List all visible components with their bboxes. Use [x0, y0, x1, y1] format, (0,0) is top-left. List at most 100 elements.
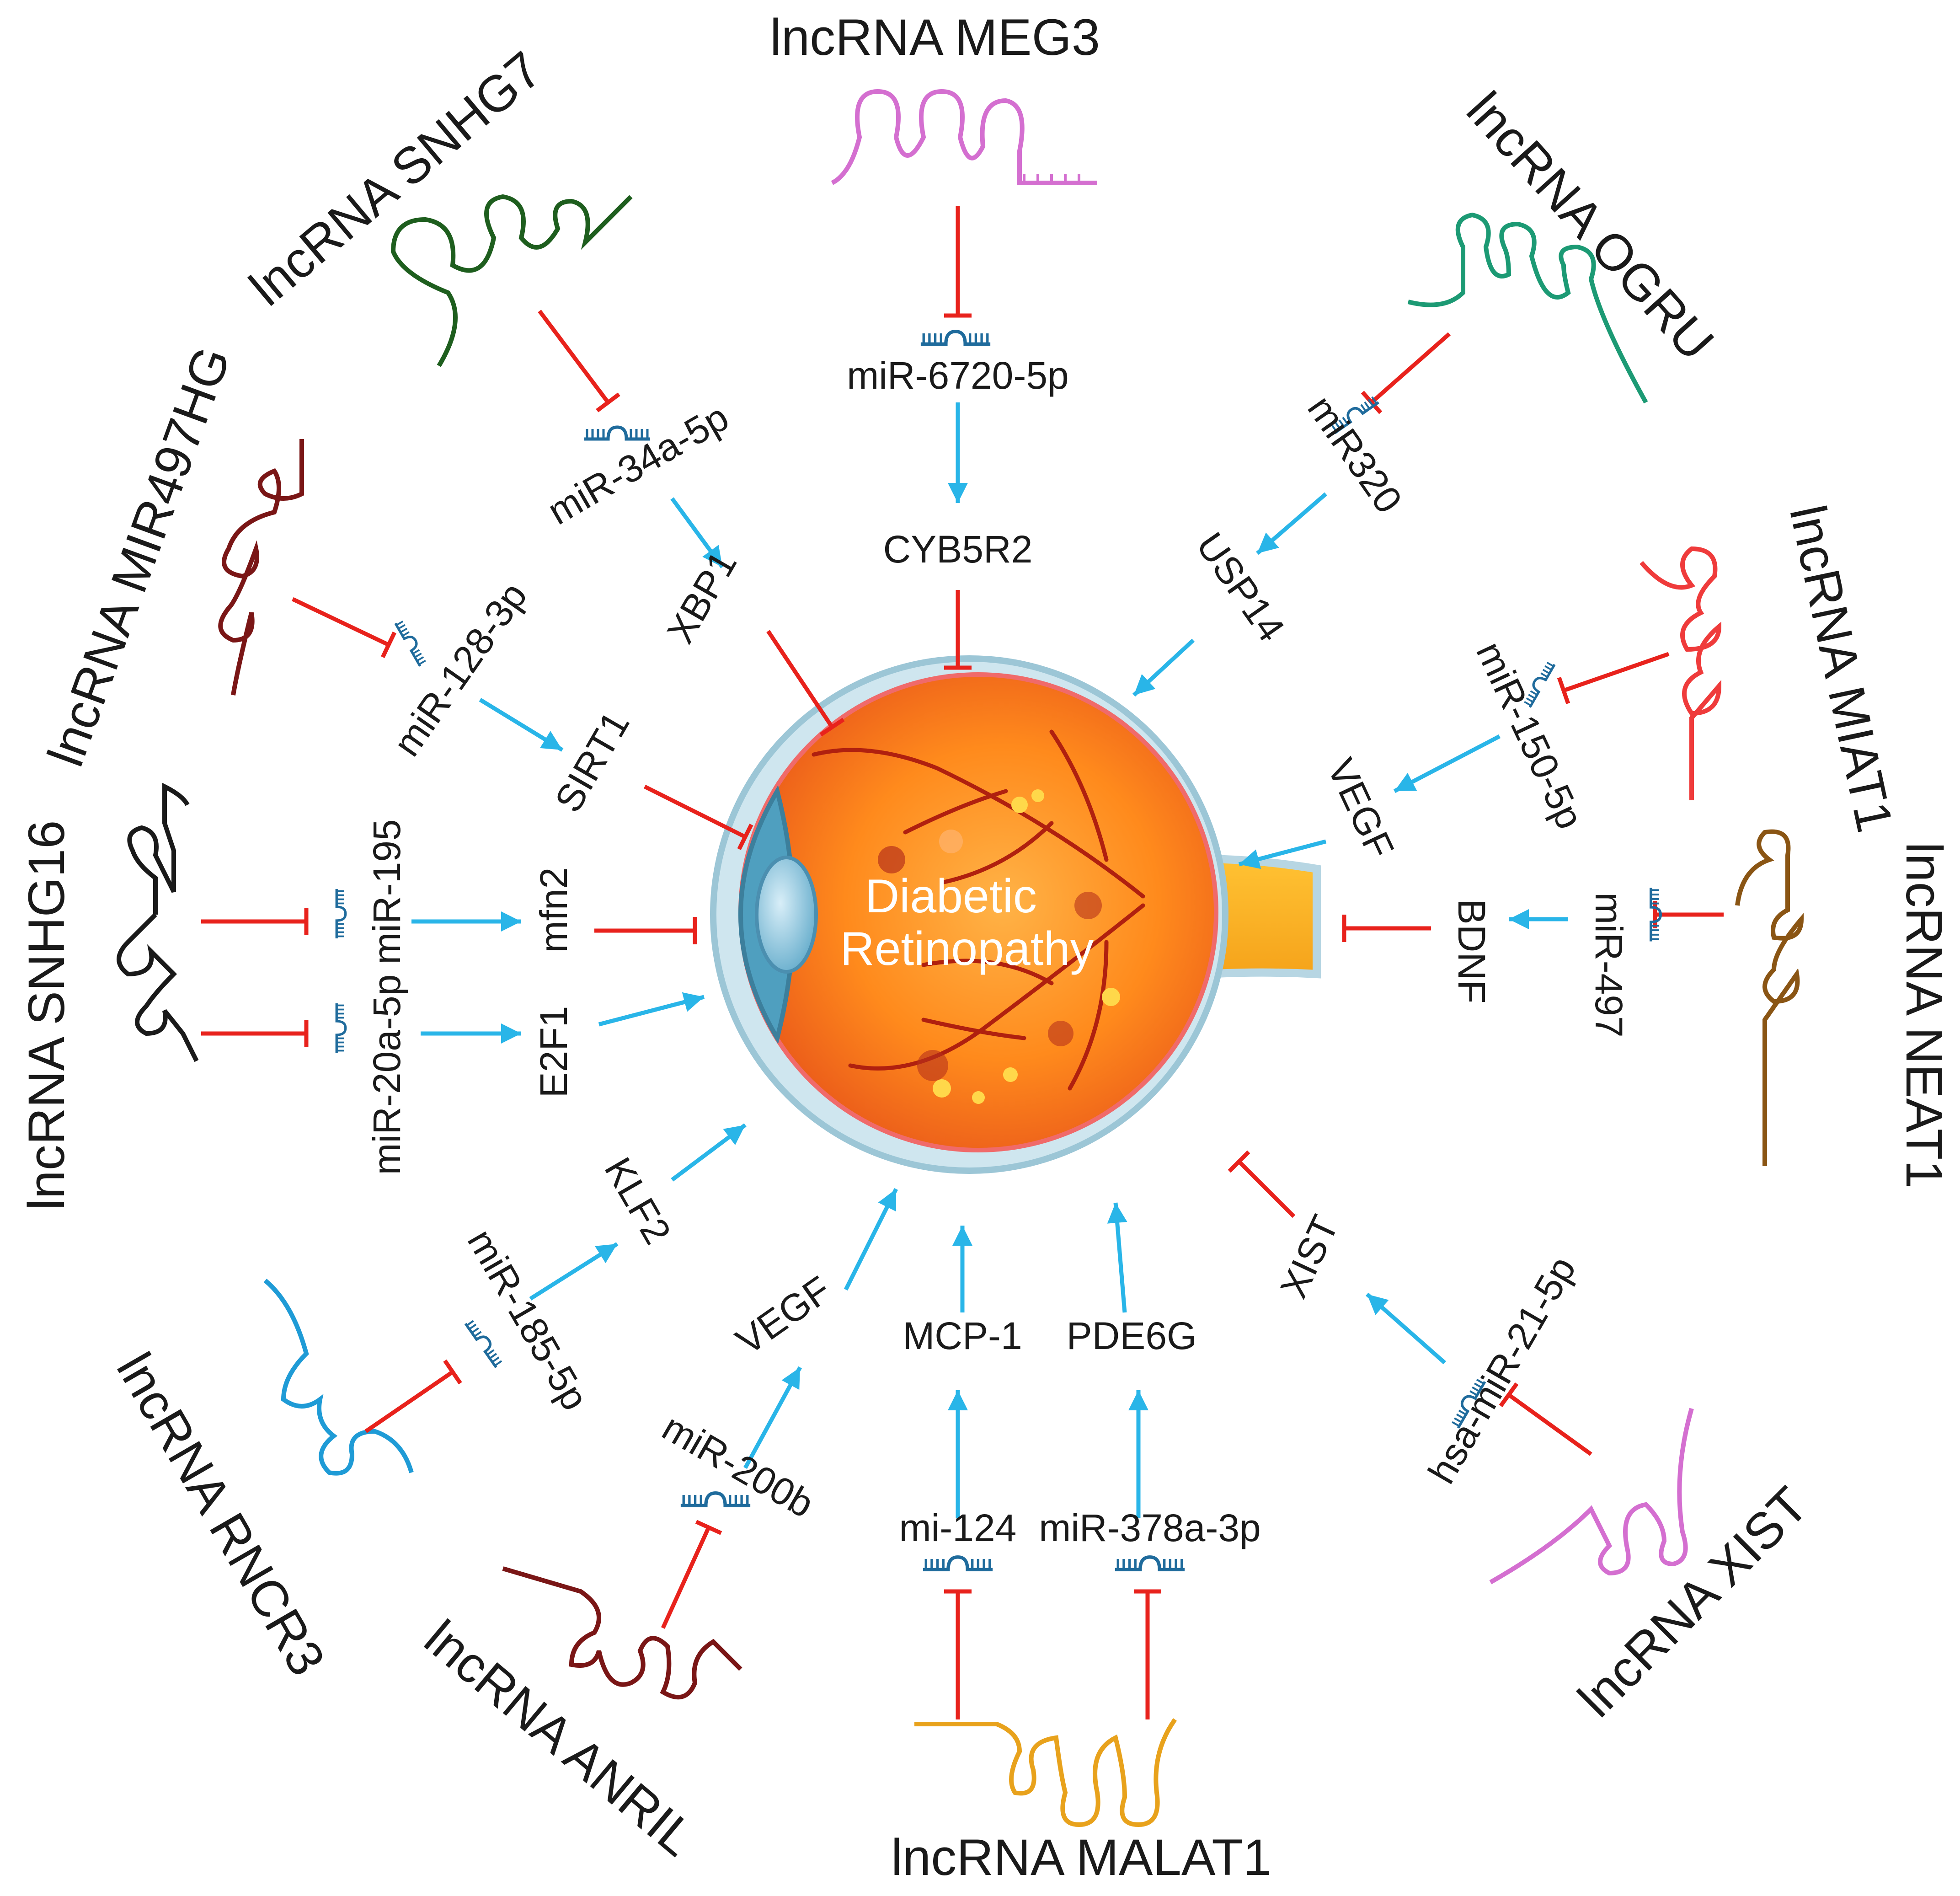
lncrna-structure-anril — [502, 1566, 742, 1700]
mirna-glyph-meg3 — [921, 332, 990, 344]
lncrna-structure-snhg16 — [117, 782, 199, 1062]
center-label-line1: Diabetic — [865, 870, 1037, 923]
label-lncrna-neat1: lncRNA NEAT1 — [1896, 842, 1953, 1188]
label-target-anril: VEGF — [728, 1268, 838, 1363]
activation-arrow-rncr3-eye — [723, 1125, 745, 1145]
lncrna-structure-malat1 — [914, 1718, 1177, 1827]
lncrna-structure-snhg7 — [390, 194, 633, 367]
inhibition-line-mir497hg-mirna — [292, 597, 390, 647]
inhibition-bar-mir497hg-mirna — [381, 631, 396, 659]
lens — [755, 856, 818, 974]
label-target-malat1a: PDE6G — [1067, 1314, 1197, 1357]
activation-arrow-anril-target — [781, 1367, 800, 1390]
lncrna-structure-xist — [1489, 1408, 1694, 1585]
inhibition-line-snhg7-eye — [766, 630, 834, 728]
label-target-neat1: BDNF — [1450, 899, 1493, 1004]
activation-arrow-snhg16a-eye — [682, 992, 704, 1012]
mirna-glyph-snhg16b — [336, 889, 346, 938]
inhibition-bar-mir497hg-eye — [737, 824, 753, 850]
lncrna-structure-mir497hg — [218, 439, 304, 696]
label-lncrna-anril: lncRNA ANRIL — [414, 1609, 706, 1867]
label-target-meg3: CYB5R2 — [883, 528, 1033, 571]
activation-arrow-malat1b-eye — [952, 1226, 972, 1246]
label-mirna-meg3: miR-6720-5p — [847, 354, 1069, 397]
mirna-glyph-snhg16a — [336, 1003, 346, 1053]
mirna-glyph-malat1b — [923, 1557, 993, 1569]
label-lncrna-xist: lncRNA XIST — [1567, 1476, 1819, 1728]
activation-arrow-miat1-eye — [1239, 849, 1261, 869]
activation-arrow-malat1b-target — [948, 1390, 968, 1410]
inhibition-bar-anril-mirna — [695, 1520, 722, 1535]
label-lncrna-mir497hg: lncRNA MIR497HG — [37, 339, 241, 773]
label-mirna-rncr3: miR-185-5p — [459, 1222, 597, 1417]
label-mirna-xist: hsa-miR-21-5p — [1420, 1249, 1584, 1490]
inhibition-bar-snhg7-mirna — [596, 392, 620, 412]
label-mirna-malat1a: miR-378a-3p — [1039, 1506, 1261, 1549]
lncrna-structure-meg3 — [831, 89, 1097, 185]
inhibition-line-ogru-mirna — [1370, 332, 1451, 404]
activation-arrow-ogru-target — [1257, 532, 1279, 553]
mirna-glyph-anril — [681, 1493, 750, 1505]
inhibition-line-rncr3-mirna — [364, 1370, 454, 1433]
lncrna-structure-miat1 — [1640, 546, 1722, 800]
label-mirna-mir497hg: miR-128-3p — [385, 575, 535, 764]
mirna-glyph-snhg7 — [584, 427, 650, 439]
pathway-connectors — [201, 206, 1724, 1719]
label-lncrna-rncr3: lncRNA RNCR3 — [106, 1343, 336, 1685]
lncrna-structure-ogru — [1407, 212, 1648, 404]
activation-arrow-neat1-target — [1509, 909, 1529, 929]
label-lncrna-miat1: lncRNA MIAT1 — [1779, 500, 1904, 837]
inhibition-bar-miat1-mirna — [1557, 677, 1570, 704]
activation-arrow-malat1a-eye — [1107, 1203, 1127, 1224]
label-mirna-snhg16b: miR-195 — [365, 819, 408, 964]
label-mirna-miat1: miR-150-5p — [1468, 635, 1592, 835]
lesions — [878, 789, 1120, 1104]
label-mirna-anril: miR-200b — [655, 1405, 821, 1526]
label-target-xist: XIST — [1272, 1209, 1347, 1304]
label-target-snhg16b: mfn2 — [532, 868, 575, 953]
center-label-line2: Retinopathy — [840, 922, 1094, 975]
activation-arrow-anril-eye — [878, 1189, 896, 1212]
label-target-mir497hg: SIRT1 — [546, 704, 638, 819]
lncrna-structure-rncr3 — [263, 1279, 414, 1476]
mirna-glyph-mir497hg — [395, 619, 428, 666]
activation-arrow-rncr3-target — [595, 1244, 617, 1264]
activation-arrow-snhg16b-target — [501, 911, 521, 932]
activation-arrow-snhg7-target — [702, 545, 722, 567]
label-target-ogru: USP14 — [1188, 525, 1293, 649]
activation-arrow-meg3-target — [948, 483, 968, 503]
label-mirna-malat1b: mi-124 — [899, 1506, 1017, 1549]
inhibition-line-snhg7-mirna — [538, 310, 610, 404]
label-target-snhg7: XBP1 — [658, 544, 745, 650]
label-lncrna-meg3: lncRNA MEG3 — [770, 9, 1100, 66]
label-target-snhg16a: E2F1 — [532, 1006, 575, 1098]
mirna-glyph-malat1a — [1115, 1557, 1185, 1569]
inhibition-bar-xist-eye — [1228, 1150, 1250, 1173]
inhibition-bar-rncr3-mirna — [443, 1359, 462, 1385]
inhibition-line-anril-mirna — [661, 1526, 711, 1629]
label-lncrna-snhg7: lncRNA SNHG7 — [239, 41, 552, 317]
retinal-vessels — [812, 729, 1145, 1091]
activation-arrow-snhg16a-target — [501, 1023, 521, 1044]
activation-arrow-mir497hg-target — [539, 731, 562, 750]
label-mirna-neat1: miR-497 — [1587, 892, 1630, 1037]
activation-arrow-malat1a-target — [1128, 1390, 1148, 1410]
label-target-miat1: VEGF — [1319, 752, 1402, 865]
activation-arrow-xist-target — [1367, 1294, 1389, 1315]
label-target-malat1b: MCP-1 — [903, 1314, 1022, 1357]
inhibition-bar-xist-mirna — [1499, 1382, 1519, 1407]
eye-illustration: Diabetic Retinopathy — [710, 655, 1321, 1174]
activation-arrow-miat1-target — [1394, 773, 1417, 791]
lncrna-structure-neat1 — [1735, 829, 1804, 1166]
label-lncrna-ogru: lncRNA OGRU — [1456, 81, 1725, 371]
mirna-glyph-rncr3 — [465, 1318, 504, 1367]
inhibition-line-xist-eye — [1237, 1160, 1296, 1218]
label-lncrna-snhg16: lncRNA SNHG16 — [18, 820, 75, 1210]
activation-arrow-ogru-eye — [1134, 674, 1156, 695]
inhibition-bar-snhg7-eye — [819, 718, 845, 737]
label-lncrna-malat1: lncRNA MALAT1 — [891, 1829, 1271, 1886]
label-mirna-snhg16a: miR-20a-5p — [365, 975, 408, 1175]
inhibition-line-miat1-mirna — [1563, 652, 1670, 693]
inhibition-line-xist-mirna — [1507, 1393, 1592, 1456]
